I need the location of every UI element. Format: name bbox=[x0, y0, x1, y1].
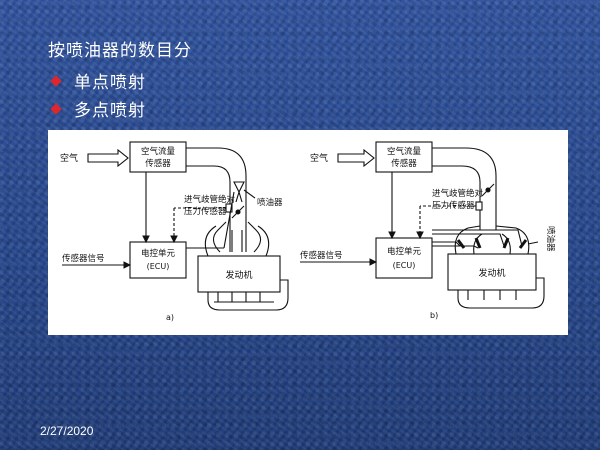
air-inlet-arrow bbox=[87, 148, 129, 168]
bullet-single-point: 单点喷射 bbox=[50, 68, 146, 93]
runner-2 bbox=[495, 225, 530, 255]
injector-leader bbox=[527, 241, 539, 245]
engine-label: 发动机 bbox=[225, 269, 252, 281]
airflow-sensor-label-1: 空气流量 bbox=[387, 146, 422, 157]
intake-duct-outer bbox=[186, 147, 247, 252]
footer-date: 2/27/2020 bbox=[40, 424, 94, 438]
intake-duct-inner bbox=[186, 165, 231, 252]
bullet-text: 单点喷射 bbox=[74, 73, 146, 93]
runner-4 bbox=[257, 225, 270, 257]
exhaust-outer bbox=[457, 277, 545, 309]
air-inlet-arrow bbox=[337, 148, 375, 168]
runner-3 bbox=[473, 233, 483, 255]
engine-box bbox=[197, 255, 281, 293]
ecu-label-2: (ECU) bbox=[147, 262, 170, 271]
injector-1 bbox=[456, 239, 466, 249]
diamond-bullet-icon bbox=[50, 102, 62, 115]
runner-2 bbox=[247, 221, 262, 253]
runner-3 bbox=[204, 225, 217, 257]
exhaust-ports bbox=[467, 290, 517, 300]
exhaust-ports bbox=[217, 292, 261, 302]
bullet-text: 多点喷射 bbox=[74, 101, 146, 121]
ecu-box bbox=[129, 241, 187, 279]
ecu-label-2: (ECU) bbox=[393, 261, 416, 270]
injector-label: 喷油器 bbox=[257, 197, 283, 208]
caption-b: b) bbox=[430, 311, 438, 320]
airflow-sensor-label-1: 空气流量 bbox=[141, 146, 176, 157]
sensor-signal-label: 传感器信号 bbox=[62, 253, 105, 264]
injector-leader bbox=[243, 189, 256, 199]
caption-a: a) bbox=[166, 313, 174, 322]
air-label: 空气 bbox=[310, 152, 328, 164]
ecu-to-injector-1 bbox=[432, 241, 461, 247]
diagram-panel: 空气 空气流量 传感器 喷油器 进气歧管绝对 压力传感器 bbox=[48, 130, 568, 335]
ecu-label-1: 电控单元 bbox=[141, 248, 176, 259]
airflow-sensor-box bbox=[129, 141, 187, 173]
throttle-plate bbox=[481, 183, 495, 197]
intake-duct-outer bbox=[432, 147, 497, 230]
injector-body bbox=[233, 181, 245, 194]
pressure-sensor-label-1: 进气歧管绝对 bbox=[432, 188, 484, 199]
exhaust-outer bbox=[207, 279, 289, 311]
ecu-label-1: 电控单元 bbox=[387, 246, 422, 257]
diagram-b: 空气 空气流量 传感器 进气歧管绝对 压力传感器 喷油器 bbox=[300, 141, 556, 320]
injection-diagrams: 空气 空气流量 传感器 喷油器 进气歧管绝对 压力传感器 bbox=[60, 141, 556, 322]
injector-label: 喷油器 bbox=[545, 226, 556, 252]
diamond-bullet-icon bbox=[50, 74, 62, 87]
runner-1 bbox=[212, 221, 227, 253]
slide-title: 按喷油器的数目分 bbox=[48, 41, 192, 61]
ecu-box bbox=[375, 237, 433, 279]
engine-box bbox=[447, 253, 537, 291]
injector-4 bbox=[518, 239, 528, 249]
airflow-sensor-label-2: 传感器 bbox=[145, 158, 171, 169]
runner-1 bbox=[454, 225, 481, 255]
pressure-sensor-box bbox=[475, 201, 483, 211]
injector-2 bbox=[474, 237, 482, 249]
ecu-to-injector-2 bbox=[432, 245, 479, 249]
runner-center bbox=[231, 230, 243, 252]
injector-spray bbox=[235, 191, 243, 203]
engine-label: 发动机 bbox=[478, 267, 505, 279]
pressure-sensor-label-2: 压力传感器 bbox=[184, 206, 227, 217]
airflow-sensor-box bbox=[375, 141, 433, 173]
air-label: 空气 bbox=[60, 152, 78, 164]
injector-3 bbox=[502, 237, 510, 249]
diagram-a: 空气 空气流量 传感器 喷油器 进气歧管绝对 压力传感器 bbox=[60, 141, 289, 322]
pressure-sensor-label-1: 进气歧管绝对 bbox=[184, 194, 236, 205]
ecu-to-injector-3 bbox=[432, 233, 505, 247]
airflow-sensor-label-2: 传感器 bbox=[391, 158, 417, 169]
throttle-plate bbox=[231, 205, 245, 219]
runner-4 bbox=[501, 233, 511, 255]
intake-duct-inner bbox=[432, 165, 481, 230]
sensor-signal-label: 传感器信号 bbox=[300, 250, 343, 261]
ecu-to-injector bbox=[223, 191, 235, 249]
ecu-to-injector-4 bbox=[432, 229, 523, 247]
bullet-multi-point: 多点喷射 bbox=[50, 96, 146, 121]
